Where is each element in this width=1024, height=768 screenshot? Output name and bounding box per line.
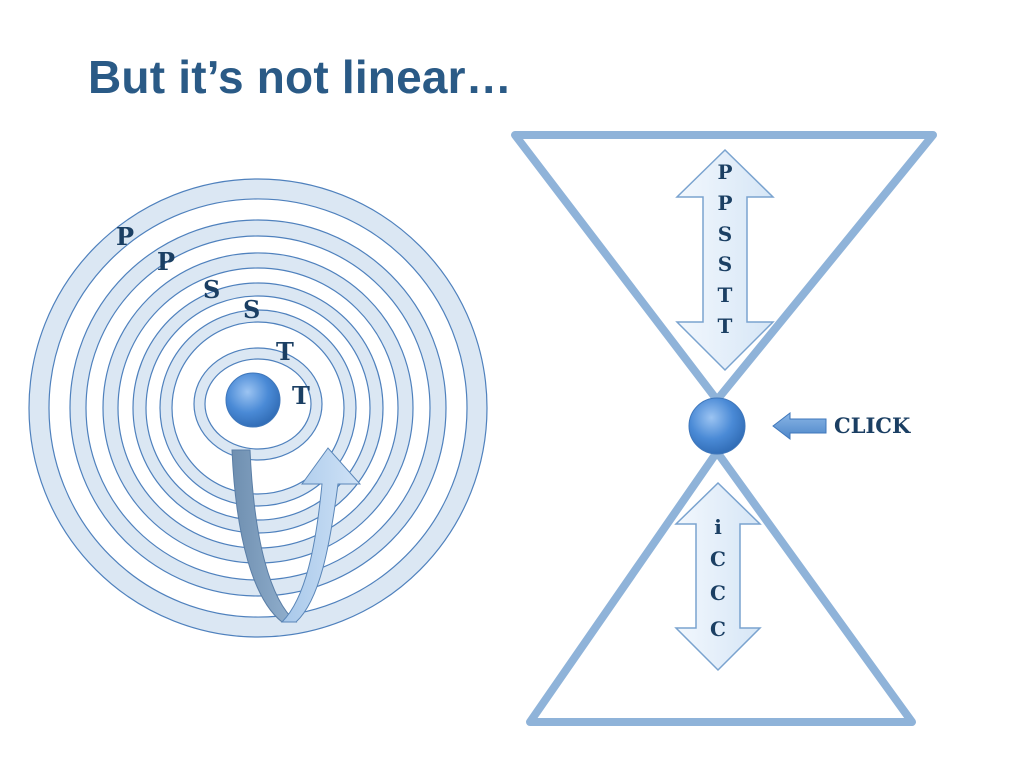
- ring-label-2: P: [157, 247, 175, 276]
- ring-label-4: S: [243, 295, 260, 324]
- ring-5: [159, 309, 357, 507]
- ring-label-5: T: [276, 337, 294, 366]
- ring-label-3: S: [203, 275, 220, 304]
- ring-label-6: T: [292, 381, 310, 410]
- bottom-double-arrow: [674, 481, 762, 672]
- ring-3: [102, 252, 414, 564]
- top-arrow-letter-3: S: [718, 222, 732, 246]
- bottom-arrow-letter-2: C: [710, 547, 726, 571]
- concentric-rings: [28, 178, 488, 638]
- slide-title: But it’s not linear…: [88, 51, 512, 103]
- center-ball: [225, 372, 281, 428]
- top-double-arrow: [675, 148, 775, 372]
- top-arrow-letter-6: T: [718, 314, 733, 338]
- click-label: CLICK: [834, 413, 911, 438]
- top-arrow-letter-1: P: [717, 160, 732, 184]
- click-pointer-arrow: [772, 411, 827, 441]
- bottom-arrow-letter-1: i: [714, 515, 722, 539]
- u-turn-descending-branch: [231, 449, 298, 623]
- ring-1: [28, 178, 488, 638]
- bottom-arrow-letter-3: C: [710, 581, 726, 605]
- bottom-arrow-letter-4: C: [710, 617, 726, 641]
- ring-6: [193, 347, 323, 461]
- ring-label-1: P: [116, 222, 134, 251]
- pivot-ball: [688, 397, 746, 455]
- top-arrow-letter-4: S: [718, 252, 732, 276]
- top-arrow-letter-5: T: [718, 283, 733, 307]
- ring-2: [69, 219, 447, 597]
- u-turn-ascending-branch: [280, 447, 362, 623]
- top-arrow-letter-2: P: [717, 191, 732, 215]
- ring-4: [132, 282, 384, 534]
- u-turn-arrow: [231, 447, 362, 623]
